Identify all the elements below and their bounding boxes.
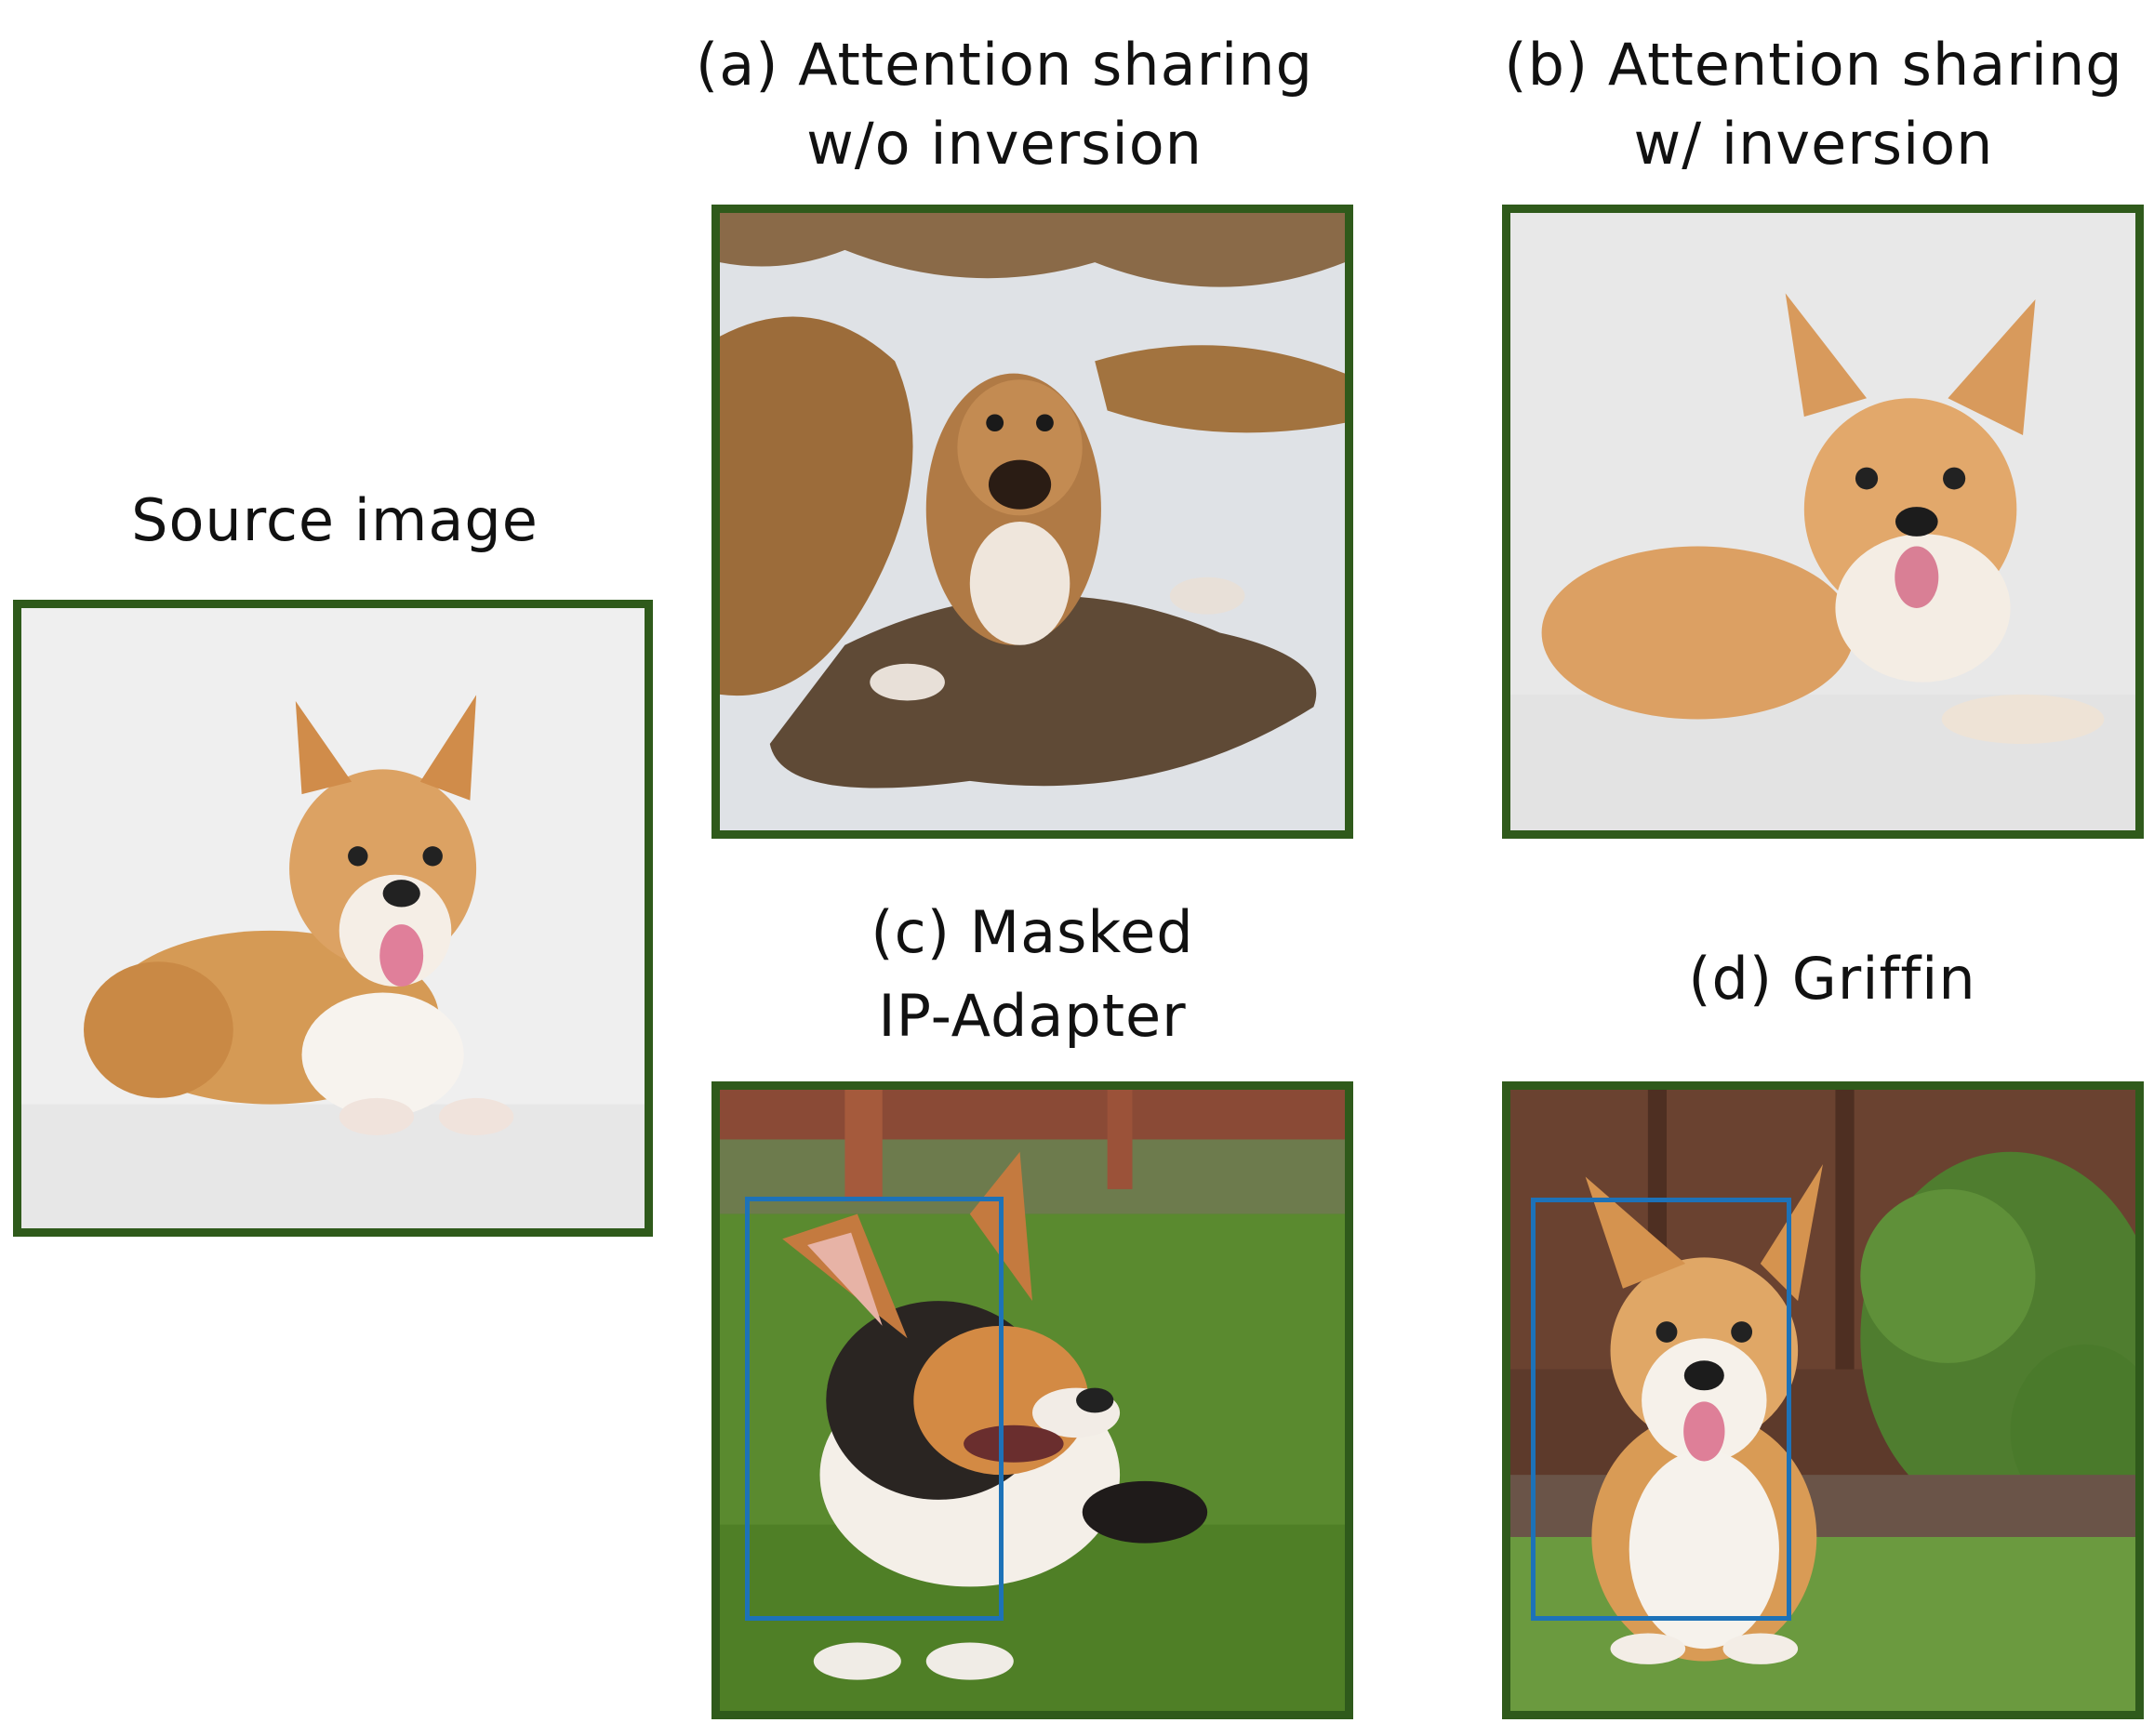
panel-a-image	[711, 205, 1353, 839]
corgi-fur-texture-photo-icon	[720, 213, 1345, 830]
corgi-lying-photo-icon	[21, 608, 645, 1228]
panel-c-image	[711, 1081, 1353, 1719]
bounding-box	[745, 1197, 1004, 1621]
bounding-box	[1531, 1198, 1791, 1621]
source-image-panel	[13, 600, 653, 1237]
label-c-line2: IP-Adapter	[878, 982, 1187, 1050]
corgi-on-grass-photo-icon	[1510, 1090, 2135, 1711]
label-b-line1: (b) Attention sharing	[1504, 31, 2123, 99]
corgi-lying-photo-icon	[1510, 213, 2135, 830]
corgi-on-grass-photo-icon	[720, 1090, 1345, 1711]
panel-d-image	[1502, 1081, 2144, 1719]
label-source: Source image	[131, 486, 538, 554]
panel-b-image	[1502, 205, 2144, 839]
label-d-line1: (d) Griffin	[1688, 945, 1976, 1013]
label-c-line1: (c) Masked	[871, 898, 1194, 966]
label-b-line2: w/ inversion	[1633, 110, 1994, 178]
label-a-line1: (a) Attention sharing	[696, 31, 1313, 99]
label-a-line2: w/o inversion	[806, 110, 1203, 178]
